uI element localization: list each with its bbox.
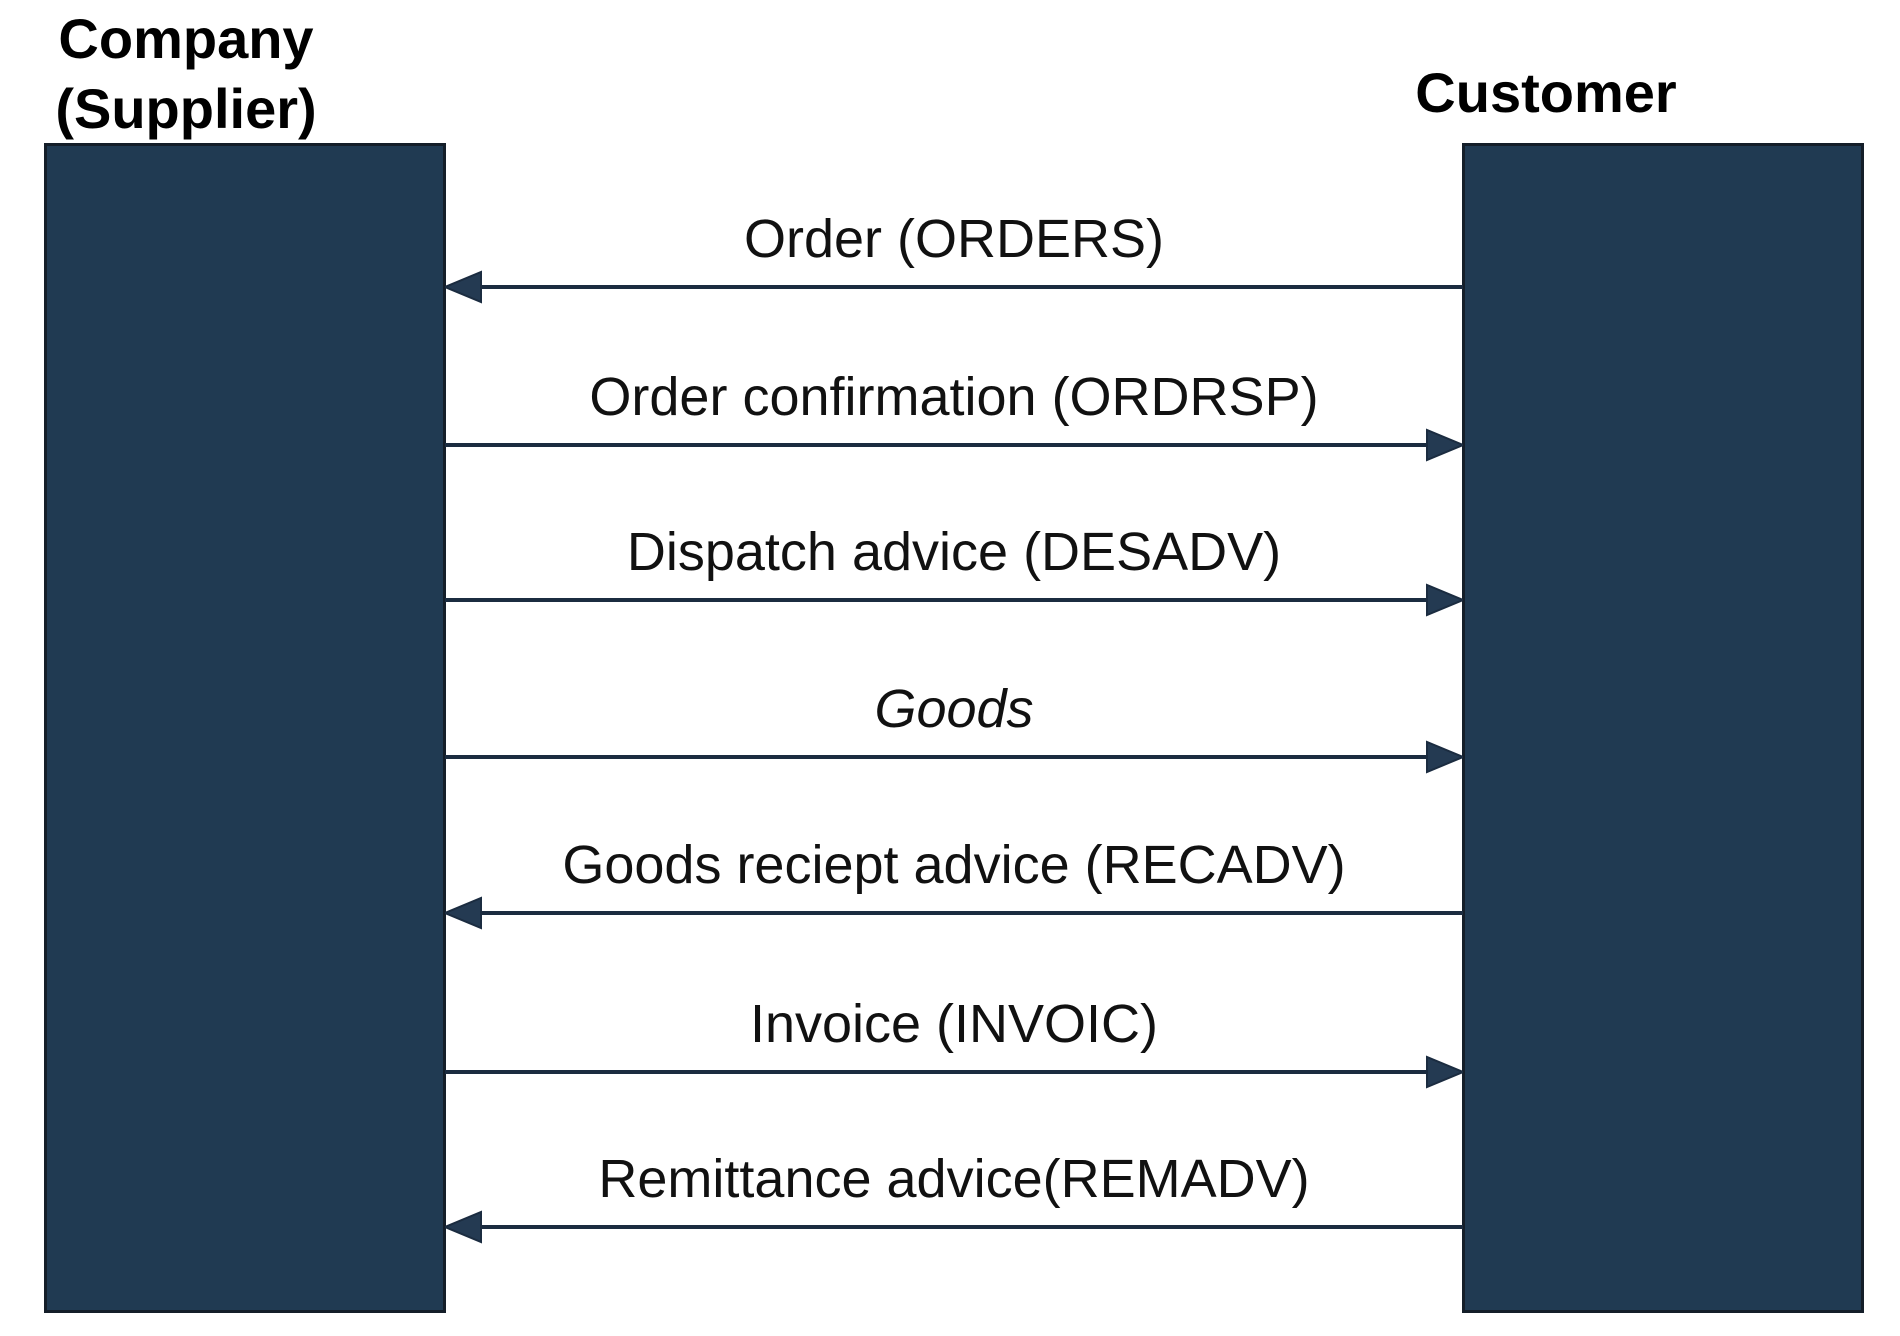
message-label: Order (ORDERS) [743, 209, 1165, 269]
message-label: Order confirmation (ORDRSP) [589, 367, 1319, 427]
message-arrow-left [445, 270, 1463, 304]
message-label: Dispatch advice (DESADV) [626, 522, 1282, 582]
supplier-title-line1: Company [58, 7, 314, 70]
supplier-title: Company (Supplier) [0, 4, 372, 144]
message-arrow-right [445, 740, 1463, 774]
message-arrow-right [445, 428, 1463, 462]
message-arrow-left [445, 896, 1463, 930]
message-arrow-left [445, 1210, 1463, 1244]
message-label: Goods reciept advice (RECADV) [562, 835, 1346, 895]
message-label: Invoice (INVOIC) [749, 994, 1159, 1054]
customer-lifeline-box [1462, 143, 1864, 1313]
message-label: Remittance advice(REMADV) [598, 1149, 1310, 1209]
supplier-lifeline-box [44, 143, 446, 1313]
message-arrow-right [445, 1055, 1463, 1089]
supplier-title-line2: (Supplier) [55, 77, 317, 140]
message-label: Goods [874, 679, 1034, 739]
customer-title: Customer [1415, 61, 1677, 124]
message-arrow-right [445, 583, 1463, 617]
